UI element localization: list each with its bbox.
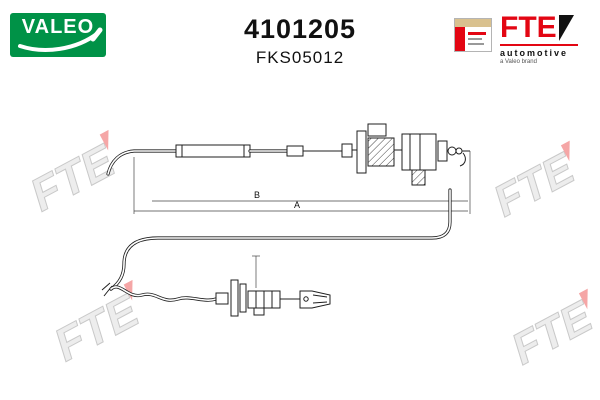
valeo-swoosh-icon xyxy=(18,27,103,52)
box-red-stripe xyxy=(455,27,465,51)
part-codes: 4101205 FKS05012 xyxy=(205,14,395,68)
lower-adjuster-assembly xyxy=(215,255,331,317)
adjuster-assembly xyxy=(341,123,470,186)
dimension-label-a: A xyxy=(294,200,300,210)
page-header: VALEO 4101205 FKS05012 FTE automotive a … xyxy=(0,0,600,86)
box-label-line xyxy=(468,38,482,40)
dimension-label-b: B xyxy=(254,190,260,200)
cable-sleeve xyxy=(175,144,251,158)
fte-logo-text: FTE xyxy=(500,11,557,44)
cable-fitting xyxy=(286,145,304,157)
fte-logo: FTE automotive a Valeo brand xyxy=(454,11,578,65)
valeo-logo-text: VALEO xyxy=(21,16,95,38)
lower-cable xyxy=(109,285,218,302)
clevis-end xyxy=(299,290,331,309)
flange-plate xyxy=(230,279,239,317)
fte-subtext: a Valeo brand xyxy=(500,59,537,65)
box-label-line xyxy=(468,43,484,45)
cable-loop xyxy=(109,188,452,291)
dimension-lines: B A xyxy=(133,151,471,214)
part-number: 4101205 xyxy=(243,14,357,44)
fte-logo-triangle-icon xyxy=(558,15,574,41)
box-label-line xyxy=(468,32,486,35)
upper-cable xyxy=(101,144,342,297)
fte-wordmark: FTE automotive a Valeo brand xyxy=(500,11,578,65)
reference-number: FKS05012 xyxy=(255,48,345,67)
fte-tagline: automotive xyxy=(500,48,569,58)
fte-red-bar xyxy=(500,44,578,46)
valeo-logo: VALEO xyxy=(10,13,106,57)
fte-product-box-icon xyxy=(454,18,492,52)
box-top-face xyxy=(455,19,491,27)
